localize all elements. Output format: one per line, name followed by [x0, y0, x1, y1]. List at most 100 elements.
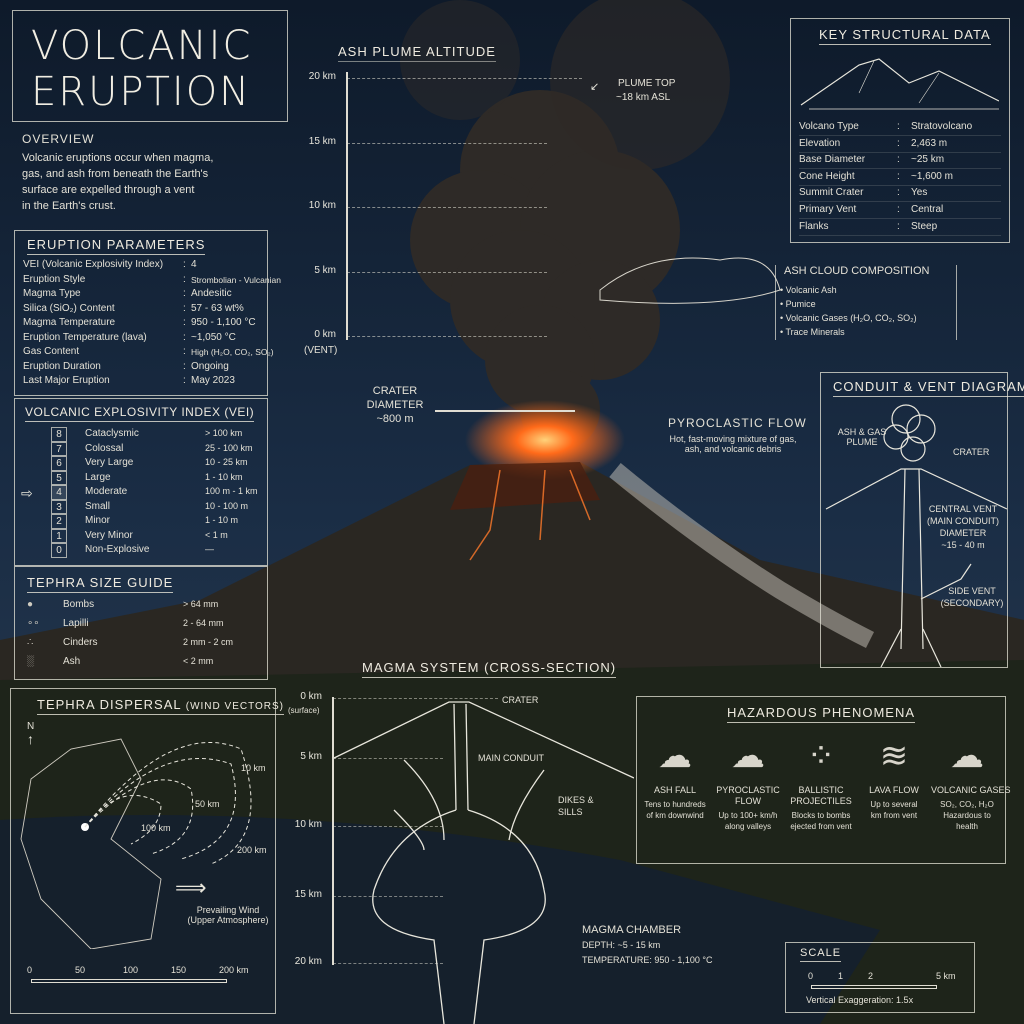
- side-vent-label: SIDE VENT (SECONDARY): [937, 585, 1007, 609]
- hazard-desc: Blocks to bombs: [791, 811, 851, 820]
- vei-plume-height: > 100 km: [205, 428, 243, 438]
- pyroclastic-flow-icon: ☁: [731, 737, 765, 775]
- conduit-crater-label: CRATER: [953, 447, 990, 457]
- structural-value: Yes: [911, 187, 928, 199]
- hazard-desc: km from vent: [870, 811, 918, 820]
- plume-label-line: PLUME: [846, 437, 878, 447]
- title-line-1: VOLCANIC: [31, 23, 253, 69]
- colon: :: [897, 187, 900, 199]
- title-line-2: ERUPTION: [31, 69, 252, 115]
- structural-label: Summit Crater: [799, 187, 864, 199]
- ash-cloud-item: • Volcanic Gases (H₂O, CO₂, SO₂): [780, 313, 917, 323]
- lava-flow-icon: ≋: [879, 737, 909, 775]
- magma-crater-label: CRATER: [502, 695, 539, 705]
- structural-value: ~1,600 m: [911, 170, 953, 182]
- conduit-heading: CONDUIT & VENT DIAGRAM: [833, 379, 1024, 397]
- magma-gridline: [333, 826, 443, 827]
- parameter-label: Last Major Eruption: [23, 375, 110, 386]
- hazard-name: BALLISTIC: [798, 785, 844, 795]
- vei-name: Non-Explosive: [85, 544, 150, 555]
- map-scale-label: 150: [171, 965, 187, 975]
- plume-tick-label: 5 km: [314, 264, 336, 276]
- map-scale-bar: [31, 979, 227, 983]
- dikes-sills-label: DIKES &SILLS: [558, 794, 594, 818]
- crater-label-line: CRATER: [372, 385, 418, 397]
- vei-heading: VOLCANIC EXPLOSIVITY INDEX (VEI): [25, 405, 255, 422]
- vei-name: Small: [85, 500, 111, 512]
- colon: :: [183, 360, 186, 372]
- plume-top-value: ~18 km ASL: [616, 92, 671, 103]
- tephra-lapilli-icon: ∘∘: [27, 618, 40, 629]
- structural-row: Flanks:Steep: [799, 221, 1001, 236]
- north-arrow-icon: ↑: [27, 731, 34, 747]
- parameter-row: Last Major Eruption:May 2023: [23, 375, 265, 390]
- colon: :: [183, 346, 186, 357]
- parameter-label: Eruption Temperature (lava): [23, 331, 147, 343]
- conduit-sketch-icon: [825, 404, 1007, 667]
- colon: :: [183, 331, 186, 343]
- magma-gridline: [333, 698, 498, 699]
- map-scale-label: 100: [123, 965, 139, 975]
- tephra-size: 2 - 64 mm: [183, 618, 224, 628]
- magma-depth-label: 5 km: [300, 751, 322, 762]
- hazard-name: VOLCANIC GASES: [931, 785, 1011, 795]
- dikes-line: SILLS: [558, 807, 583, 817]
- side-vent-line: (SECONDARY): [940, 598, 1004, 608]
- structural-row: Primary Vent:Central: [799, 204, 1001, 219]
- central-vent-label: CENTRAL VENT(MAIN CONDUIT)DIAMETER~15 - …: [921, 503, 1005, 551]
- tephra-name: Cinders: [63, 637, 98, 648]
- mountain-sketch-icon: [800, 58, 999, 110]
- parameter-row: Magma Type:Andesitic: [23, 288, 265, 303]
- structural-data-panel: KEY STRUCTURAL DATA Volcano Type:Stratov…: [790, 18, 1010, 243]
- structural-value: 2,463 m: [911, 137, 948, 149]
- plume-tick-label: 15 km: [308, 135, 336, 147]
- overview-heading: OVERVIEW: [22, 132, 95, 146]
- parameter-row: Magma Temperature:950 - 1,100 °C: [23, 317, 265, 332]
- plume-gridline: [347, 78, 582, 79]
- plume-gridline: [347, 271, 547, 273]
- structural-value: Stratovolcano: [911, 121, 973, 132]
- magma-depth-label: 20 km: [294, 956, 322, 967]
- parameter-label: Silica (SiO₂) Content: [23, 302, 115, 314]
- tephra-cinders-icon: ∴: [27, 637, 34, 648]
- hazard-desc: Hazardous to: [943, 811, 991, 820]
- plume-tick-label: 0 km: [314, 329, 336, 340]
- parameter-value: Strombolian - Vulcanian: [191, 274, 281, 285]
- current-vei-arrow-icon: ⇨: [21, 485, 33, 501]
- ash-cloud-item-text: Volcanic Ash: [785, 285, 837, 295]
- map-scale-label: 0: [27, 965, 33, 975]
- hazards-heading: HAZARDOUS PHENOMENA: [727, 705, 916, 723]
- central-vent-line: ~15 - 40 m: [941, 540, 985, 550]
- overview: OVERVIEW Volcanic eruptions occur when m…: [22, 132, 272, 214]
- overview-line: Volcanic eruptions occur when magma,: [22, 152, 214, 164]
- vei-level: 2: [51, 514, 67, 529]
- structural-label: Primary Vent: [799, 204, 857, 215]
- side-vent-line: SIDE VENT: [948, 586, 996, 596]
- pyroclastic-desc: Hot, fast-moving mixture of gas,: [669, 434, 797, 444]
- parameter-label: Eruption Style: [23, 273, 86, 285]
- vei-level: 8: [51, 427, 67, 442]
- vei-level: 7: [51, 441, 67, 456]
- colon: :: [183, 375, 186, 386]
- structural-value: Central: [911, 204, 944, 215]
- prevailing-wind-label: Prevailing Wind(Upper Atmosphere): [183, 905, 273, 925]
- colon: :: [183, 302, 186, 314]
- magma-system-sketch: [334, 701, 634, 1024]
- vent-label: (VENT): [304, 345, 338, 356]
- ring-label-10km: 10 km: [241, 763, 266, 773]
- map-scale-label: 200 km: [219, 965, 249, 975]
- ash-cloud-item: • Volcanic Ash: [780, 285, 837, 295]
- parameter-value: 4: [191, 259, 197, 270]
- overview-line: gas, and ash from beneath the Earth's: [22, 168, 209, 180]
